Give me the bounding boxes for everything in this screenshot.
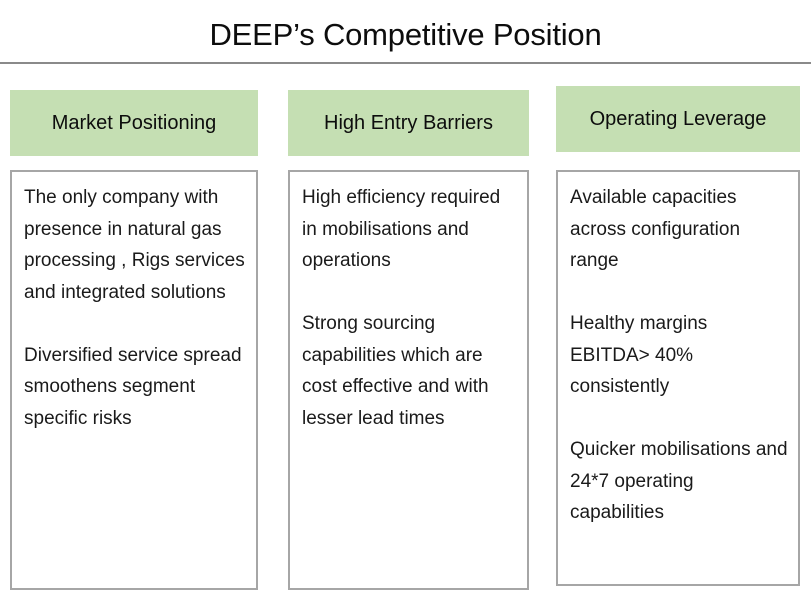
title-divider [0,62,811,64]
body-paragraph: Healthy margins EBITDA> 40% consistently [570,313,708,398]
body-paragraph: Quicker mobilisations and 24*7 operating… [570,439,788,524]
column-market-positioning: Market Positioning The only company with… [10,86,258,590]
column-body-operating-leverage: Available capacities across configuratio… [556,170,800,586]
body-paragraph: Available capacities across configuratio… [570,187,741,272]
column-operating-leverage: Operating Leverage Available capacities … [556,86,800,586]
column-body-market-positioning: The only company with presence in natura… [10,170,258,590]
column-header-market-positioning: Market Positioning [10,90,258,156]
column-header-high-entry-barriers: High Entry Barriers [288,90,529,156]
body-paragraph: Strong sourcing capabilities which are c… [302,313,489,429]
body-paragraph: The only company with presence in natura… [24,187,245,303]
body-paragraph: High efficiency required in mobilisation… [302,187,501,272]
column-body-high-entry-barriers: High efficiency required in mobilisation… [288,170,529,590]
column-header-operating-leverage: Operating Leverage [556,86,800,152]
page-title: DEEP’s Competitive Position [209,16,602,52]
column-high-entry-barriers: High Entry Barriers High efficiency requ… [288,86,529,590]
body-paragraph: Diversified service spread smoothens seg… [24,344,242,429]
title-bar: DEEP’s Competitive Position [0,8,811,62]
